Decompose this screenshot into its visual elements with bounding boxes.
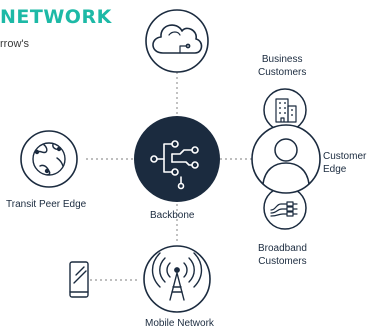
person-icon xyxy=(262,138,310,185)
building-icon xyxy=(275,98,297,123)
customer-edge-label-line1: Customer xyxy=(323,151,367,162)
customer-edge-node xyxy=(251,124,321,194)
mobile-network-node xyxy=(143,245,211,313)
business-customers-label-line1: Business xyxy=(261,54,303,65)
broadband-customers-node xyxy=(263,186,307,230)
cell-tower-icon xyxy=(151,252,203,301)
broadband-customers-label: Broadband Customers xyxy=(258,242,307,268)
diagram-title: NETWORK xyxy=(0,6,112,28)
business-customers-label-line2: Customers xyxy=(258,67,307,78)
circuit-icon xyxy=(150,140,199,190)
transit-peer-edge-node xyxy=(20,130,78,188)
business-customers-label: Business Customers xyxy=(258,53,306,79)
cloud-icon xyxy=(152,24,203,54)
backbone-node xyxy=(134,116,220,202)
smartphone-icon xyxy=(69,261,89,298)
backbone-label: Backbone xyxy=(150,210,195,221)
mobile-network-label: Mobile Network xyxy=(145,318,214,329)
customer-edge-label-line2: Edge xyxy=(323,164,347,175)
broadband-customers-label-line2: Customers xyxy=(258,256,307,267)
diagram-subtitle: rrow's xyxy=(0,38,29,50)
customer-edge-label: Customer Edge xyxy=(323,150,366,176)
broadband-cable-icon xyxy=(270,201,298,217)
cloud-node xyxy=(145,9,209,73)
broadband-customers-label-line1: Broadband xyxy=(258,243,307,254)
transit-peer-edge-label: Transit Peer Edge xyxy=(6,199,87,210)
globe-icon xyxy=(32,142,66,176)
